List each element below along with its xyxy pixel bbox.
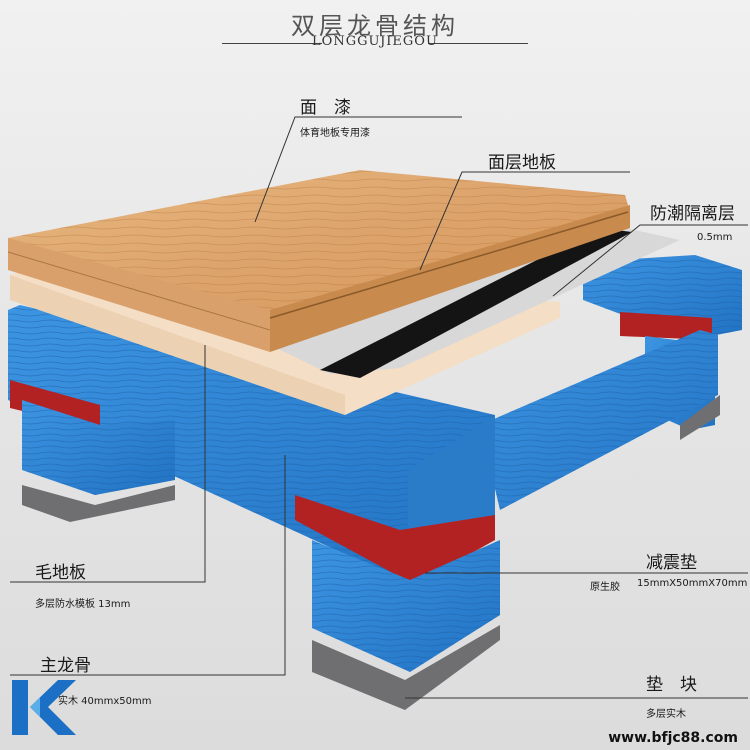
block-center: [312, 625, 500, 710]
diagram-subtitle: LONGGUJIEGOU: [312, 34, 438, 49]
label-block: 垫 块: [646, 675, 697, 695]
title-right-rule: [428, 43, 528, 44]
label-moisture-barrier-sub: 0.5mm: [697, 232, 733, 243]
label-moisture-barrier: 防潮隔离层: [650, 204, 735, 224]
surface-board-front-edge: [8, 238, 270, 352]
leader-lines: [10, 116, 748, 699]
diagram-title: 双层龙骨结构: [291, 12, 459, 40]
main-joist-right: [480, 330, 718, 510]
surface-board-side-edge: [270, 205, 630, 352]
label-block-sub: 多层实木: [646, 709, 686, 720]
watermark-text: www.bfjc88.com: [608, 730, 738, 746]
label-main-joist-sub: 实木 40mmx50mm: [58, 696, 152, 707]
title-left-rule: [222, 43, 322, 44]
label-paint-sub: 体育地板专用漆: [300, 128, 370, 139]
label-main-joist: 主龙骨: [40, 656, 91, 676]
block-back-right: [680, 395, 720, 440]
moisture-barrier-black: [320, 228, 632, 378]
label-shock-pad: 减震垫: [646, 553, 697, 573]
label-shock-pad-size: 15mmX50mmX70mm: [637, 578, 748, 589]
label-paint: 面 漆: [300, 98, 351, 118]
shock-pad-left: [10, 380, 100, 430]
label-sub-floor: 毛地板: [35, 563, 86, 583]
shock-pad-center: [295, 495, 495, 585]
label-surface-board: 面层地板: [488, 153, 556, 173]
joist-lower-left: [22, 400, 175, 522]
label-shock-pad-material: 原生胶: [590, 582, 620, 593]
label-sub-floor-sub: 多层防水模板 13mm: [35, 599, 131, 610]
brand-logo: [12, 680, 76, 735]
shock-pad-back-right: [620, 312, 712, 340]
block-left: [22, 485, 175, 522]
